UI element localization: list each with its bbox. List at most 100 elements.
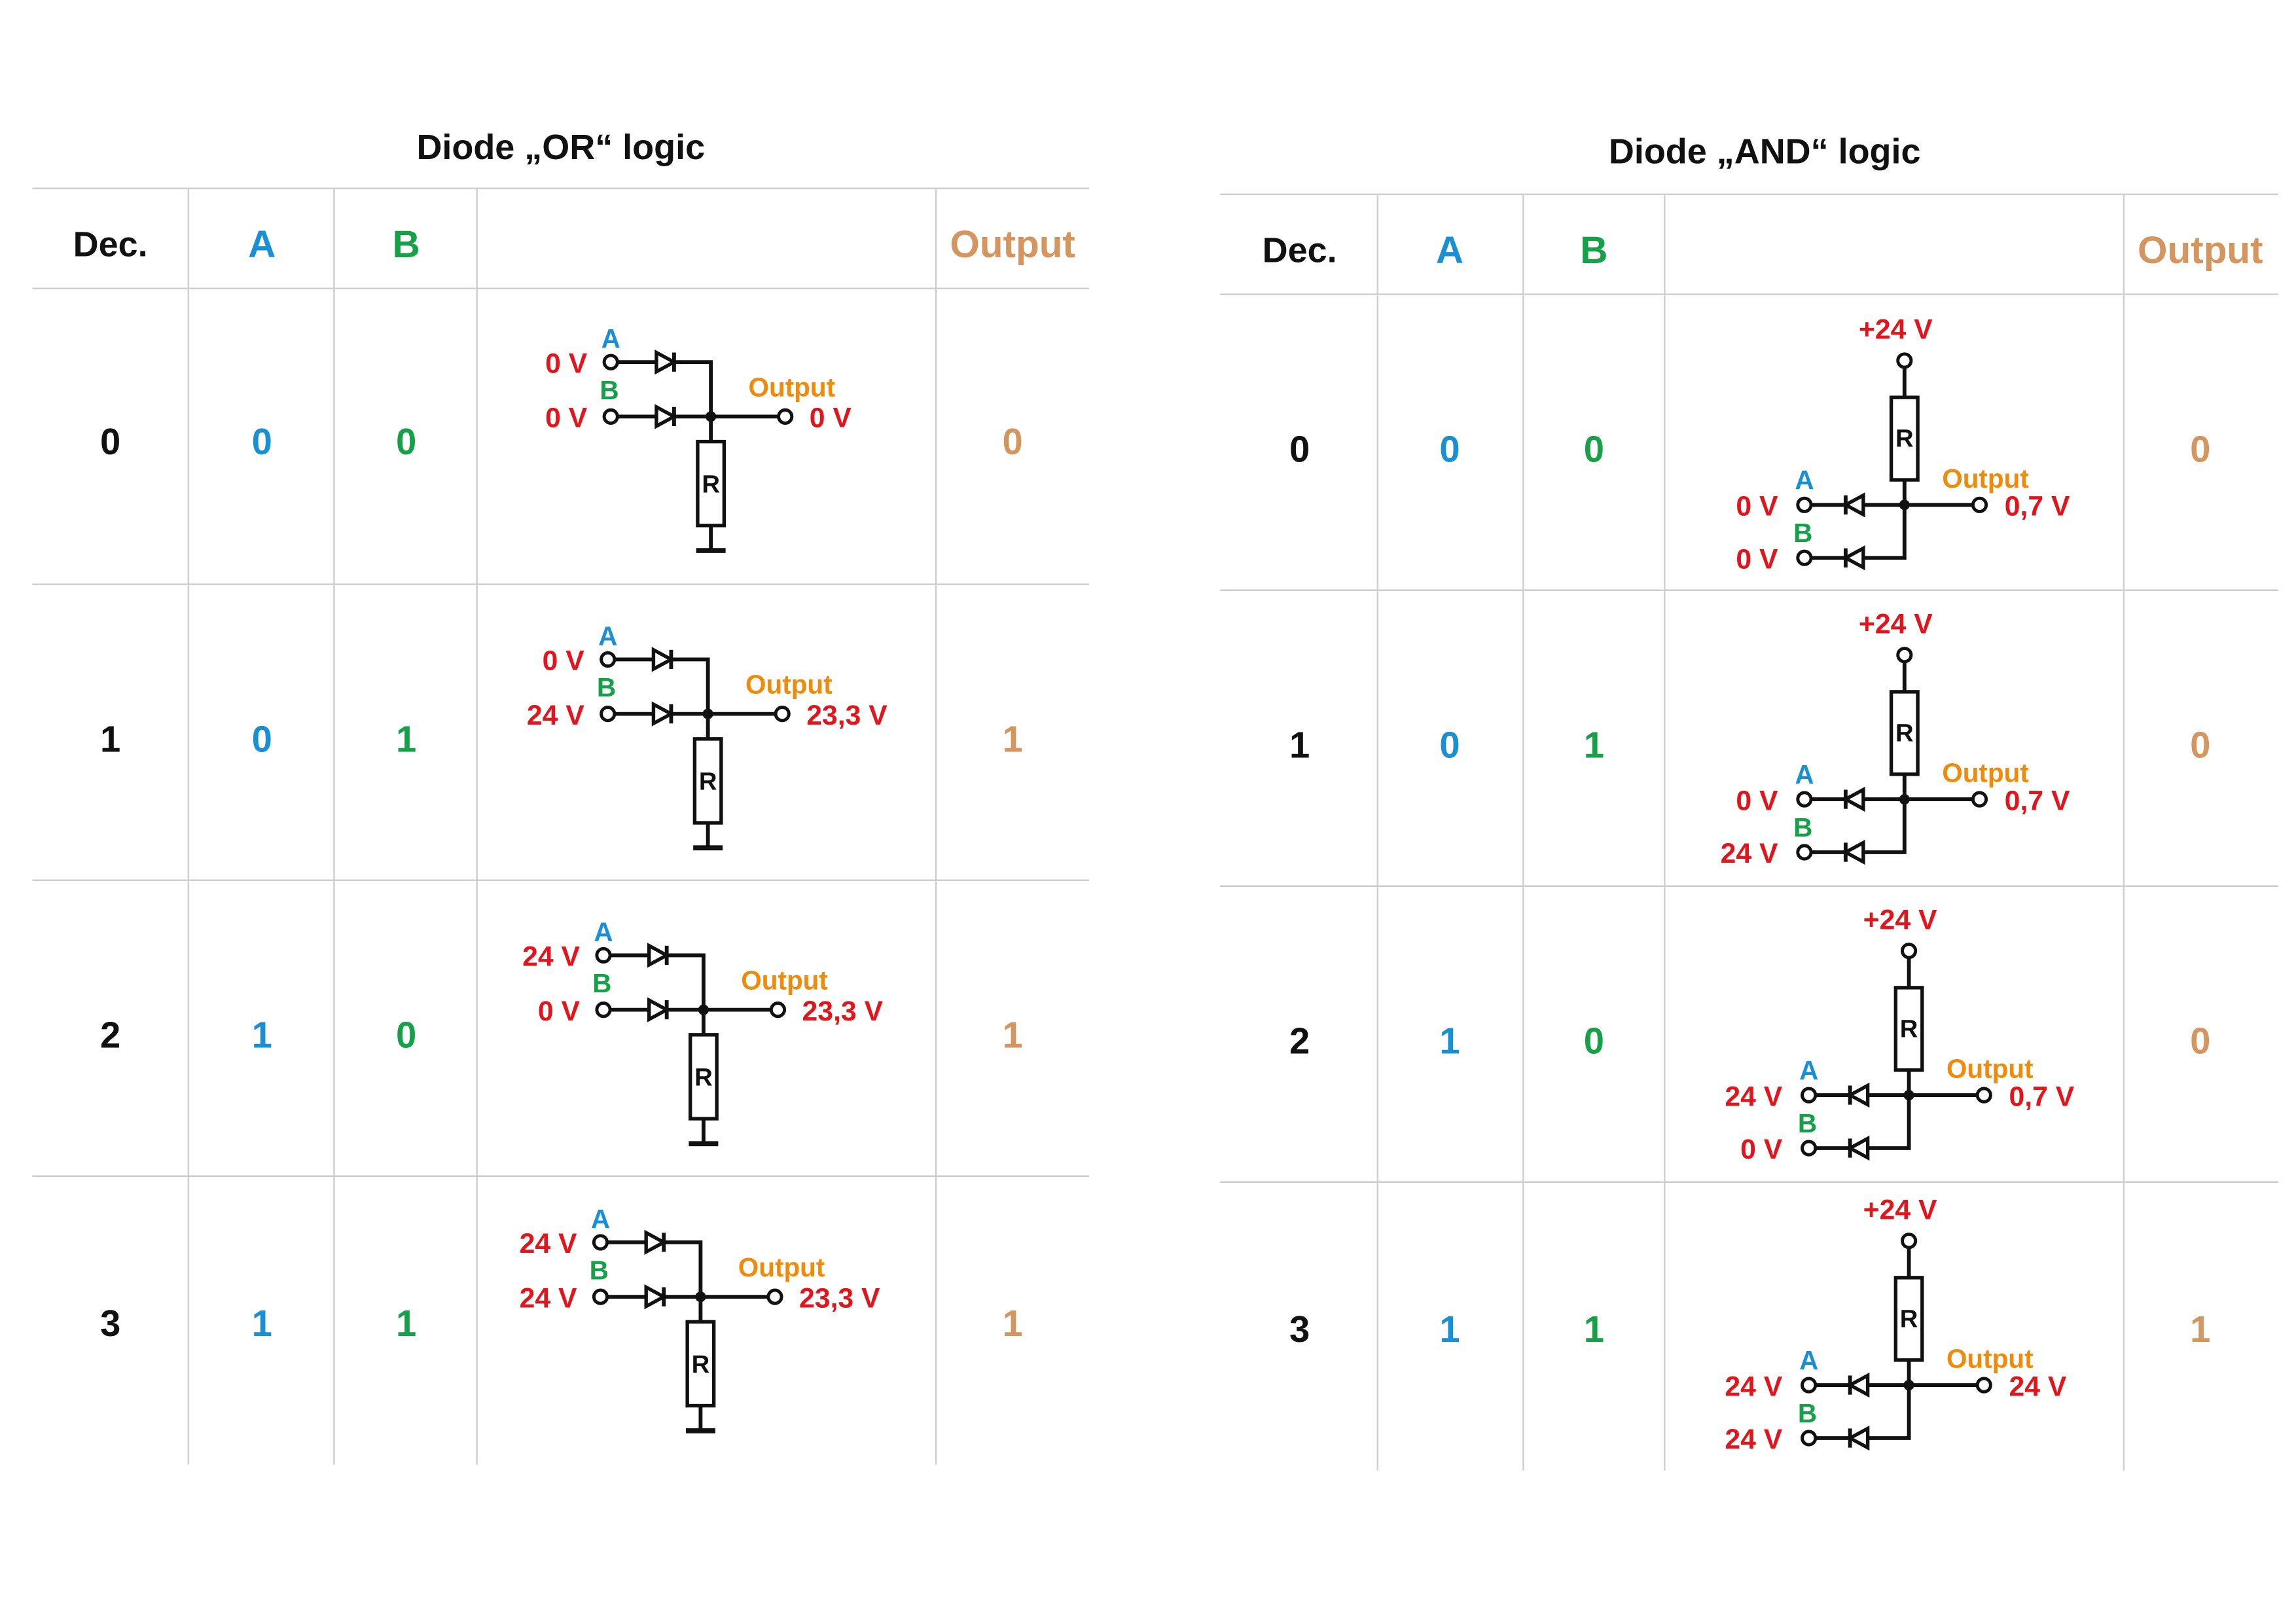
junction-dot bbox=[1899, 793, 1910, 805]
input-a-voltage: 0 V bbox=[545, 348, 588, 379]
diode-b bbox=[644, 1284, 668, 1310]
header-a: A bbox=[1436, 229, 1463, 272]
supply-terminal bbox=[1896, 647, 1913, 664]
input-b-label: B bbox=[600, 375, 619, 405]
input-a-voltage: 24 V bbox=[1725, 1371, 1782, 1402]
output-label: Output bbox=[741, 965, 828, 996]
header-dec: Dec. bbox=[73, 225, 148, 264]
input-a-terminal bbox=[592, 1234, 609, 1251]
output-voltage: 23,3 V bbox=[799, 1282, 880, 1314]
input-b-voltage: 24 V bbox=[527, 700, 584, 731]
input-b-wire bbox=[1811, 480, 1907, 560]
header-a: A bbox=[248, 223, 276, 266]
input-a-terminal bbox=[602, 353, 619, 370]
diode-b bbox=[1842, 545, 1865, 571]
supply-voltage: +24 V bbox=[1859, 314, 1933, 346]
diode-b bbox=[647, 997, 671, 1022]
input-a-terminal bbox=[1801, 1377, 1818, 1394]
input-a-voltage: 24 V bbox=[1725, 1081, 1782, 1112]
output-voltage: 0,7 V bbox=[2009, 1081, 2074, 1112]
diode-b bbox=[1842, 839, 1865, 865]
output-label: Output bbox=[1946, 1344, 2034, 1374]
input-a-voltage: 0 V bbox=[1736, 785, 1778, 816]
input-b-voltage: 24 V bbox=[520, 1282, 577, 1314]
resistor bbox=[1893, 1276, 1924, 1362]
input-a-wire bbox=[617, 360, 713, 417]
input-a-terminal bbox=[600, 651, 617, 668]
output-label: Output bbox=[749, 372, 836, 402]
cell-a: 1 bbox=[252, 1014, 272, 1055]
input-b-label: B bbox=[590, 1255, 609, 1286]
cell-a: 0 bbox=[1439, 428, 1460, 469]
header-output: Output bbox=[2138, 229, 2263, 272]
output-terminal bbox=[1975, 1377, 1992, 1394]
cell-a: 1 bbox=[1439, 1020, 1460, 1061]
cell-output: 1 bbox=[1002, 718, 1022, 759]
output-terminal bbox=[774, 706, 791, 723]
input-a-wire bbox=[614, 657, 710, 714]
cell-dec: 2 bbox=[100, 1014, 120, 1055]
input-a-label: A bbox=[1799, 1345, 1818, 1375]
diode-a bbox=[1842, 492, 1865, 518]
input-b-voltage: 0 V bbox=[545, 403, 588, 434]
output-terminal bbox=[769, 1001, 787, 1019]
input-b-wire bbox=[1815, 1360, 1911, 1440]
diode-a bbox=[1846, 1372, 1870, 1398]
table-title: Diode „OR“ logic bbox=[416, 128, 705, 167]
junction-dot bbox=[1899, 499, 1910, 511]
cell-a: 1 bbox=[252, 1303, 272, 1344]
input-a-voltage: 0 V bbox=[543, 645, 585, 677]
input-a-voltage: 24 V bbox=[520, 1228, 577, 1259]
cell-output: 0 bbox=[1002, 421, 1022, 462]
resistor bbox=[685, 1320, 716, 1408]
output-terminal bbox=[1971, 791, 1988, 808]
cell-dec: 1 bbox=[1289, 724, 1310, 765]
supply-voltage: +24 V bbox=[1863, 904, 1937, 935]
input-b-terminal bbox=[1801, 1140, 1818, 1157]
diode-a bbox=[651, 647, 675, 672]
supply-terminal bbox=[1896, 352, 1913, 369]
supply-terminal bbox=[1900, 943, 1918, 960]
cell-a: 0 bbox=[252, 421, 272, 462]
input-b-label: B bbox=[1793, 812, 1812, 842]
cell-b: 0 bbox=[1584, 428, 1604, 469]
resistor-label: R bbox=[1900, 1305, 1918, 1333]
resistor-label: R bbox=[1895, 425, 1914, 453]
input-a-label: A bbox=[601, 323, 620, 353]
input-b-label: B bbox=[592, 968, 611, 998]
cell-b: 1 bbox=[396, 1303, 416, 1344]
input-a-wire bbox=[607, 1240, 703, 1297]
resistor-label: R bbox=[694, 1064, 713, 1092]
cell-a: 0 bbox=[252, 718, 272, 759]
table-title: Diode „AND“ logic bbox=[1609, 132, 1921, 171]
output-voltage: 0 V bbox=[810, 403, 852, 434]
header-output: Output bbox=[950, 223, 1075, 266]
input-b-label: B bbox=[1798, 1108, 1817, 1138]
resistor-label: R bbox=[692, 1350, 710, 1379]
diode-b bbox=[1846, 1425, 1870, 1451]
diode-a bbox=[1842, 786, 1865, 812]
cell-dec: 1 bbox=[100, 718, 120, 759]
input-a-label: A bbox=[1795, 759, 1814, 789]
input-b-terminal bbox=[1796, 549, 1813, 566]
diode-a bbox=[655, 350, 678, 375]
resistor bbox=[1889, 690, 1920, 776]
output-label: Output bbox=[1946, 1054, 2034, 1084]
output-label: Output bbox=[738, 1252, 825, 1282]
output-label: Output bbox=[745, 670, 833, 700]
diode-a bbox=[647, 943, 671, 968]
cell-output: 1 bbox=[1002, 1303, 1022, 1344]
output-terminal bbox=[777, 408, 794, 425]
